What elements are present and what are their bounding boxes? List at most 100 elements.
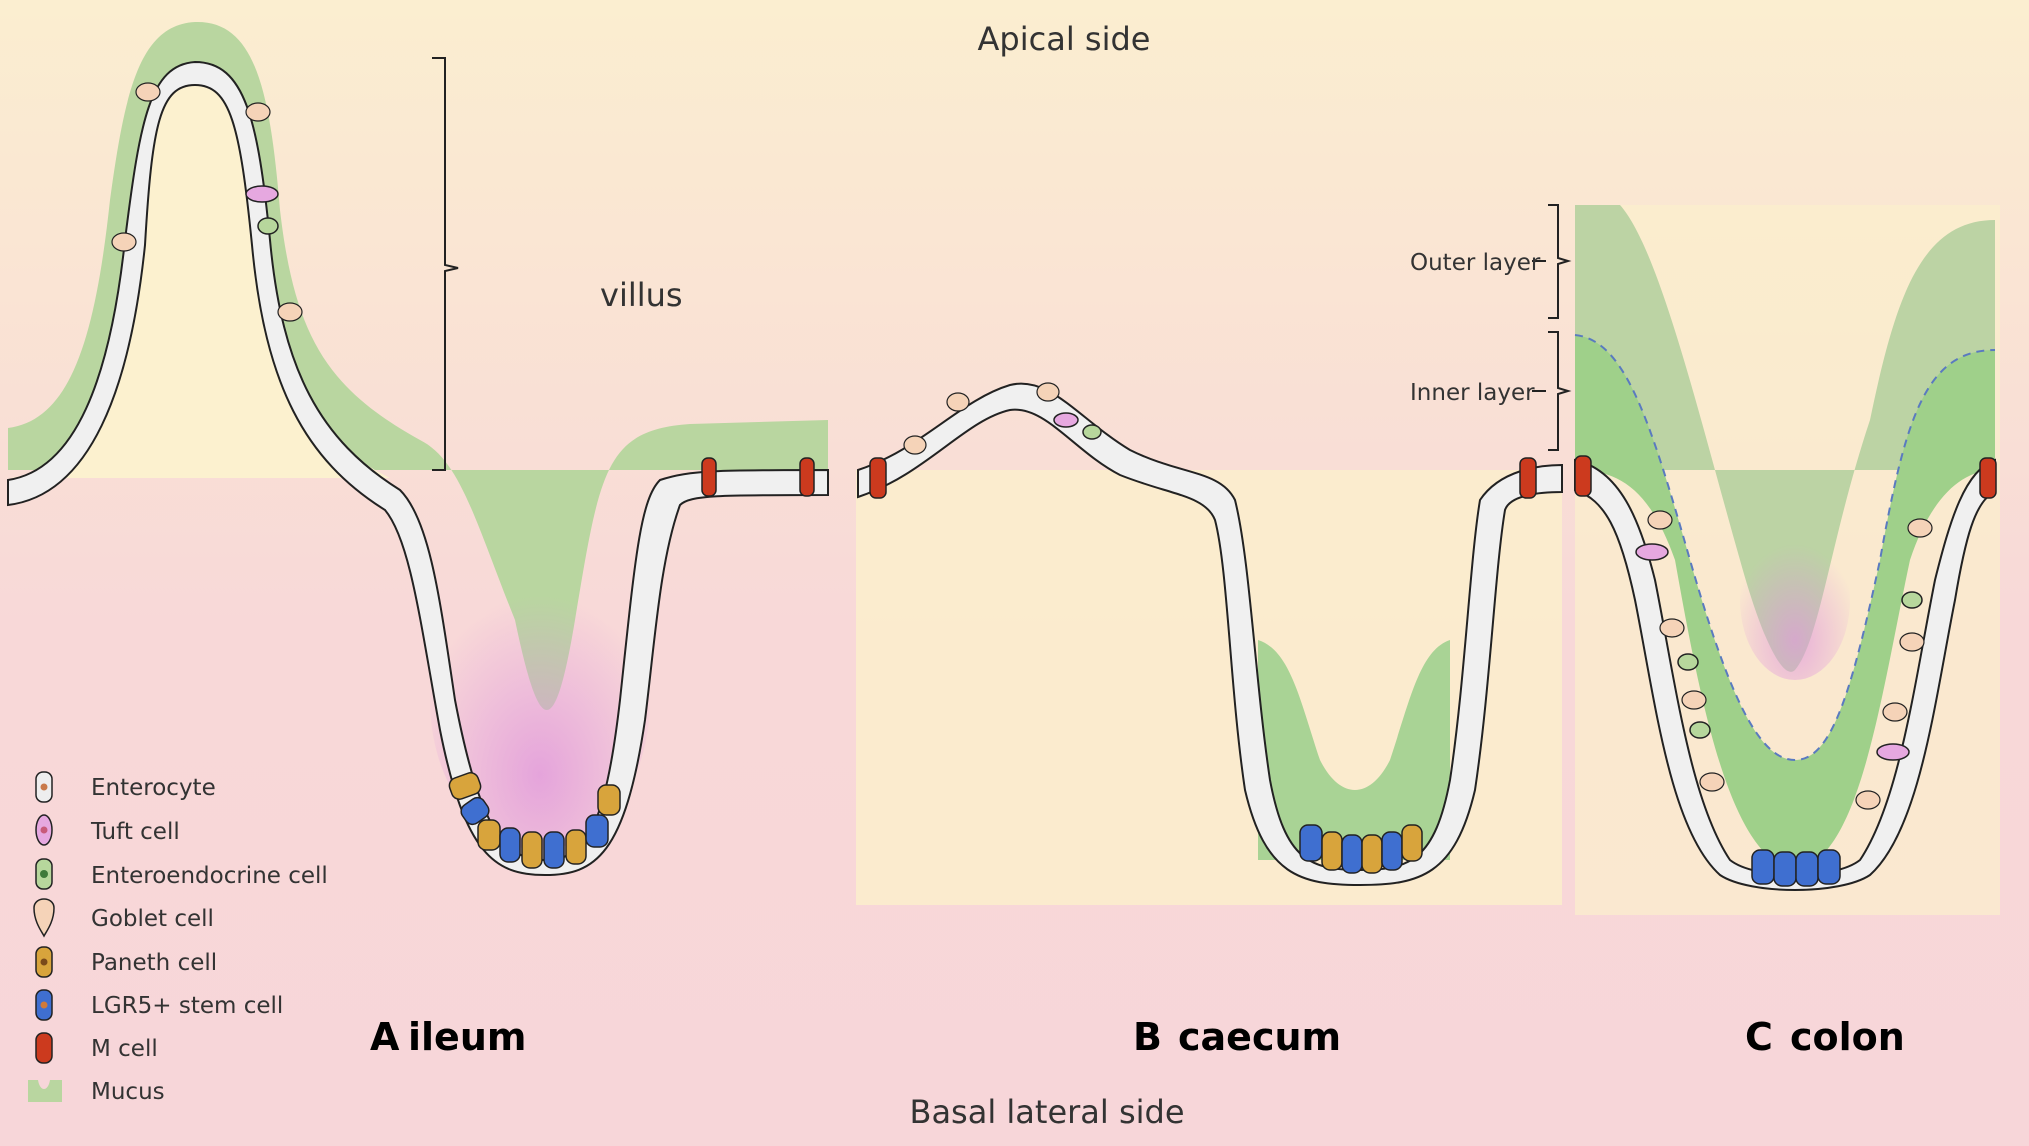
stem-nucleus-icon bbox=[40, 1001, 48, 1009]
legend-label: Enteroendocrine cell bbox=[91, 863, 328, 889]
goblet-cell bbox=[1647, 510, 1673, 530]
panel-name: colon bbox=[1790, 1015, 1905, 1059]
paneth-cell bbox=[1361, 834, 1383, 874]
outer-layer-label: Outer layer bbox=[1410, 250, 1541, 276]
goblet-cell bbox=[1659, 618, 1685, 638]
panel-name: ileum bbox=[408, 1015, 526, 1059]
legend-item-tuft: Tuft cell bbox=[35, 814, 180, 846]
m-cell bbox=[869, 457, 887, 499]
ileum-crypt-base-cells bbox=[448, 772, 621, 869]
villus-bracket bbox=[432, 57, 459, 471]
legend-label: Paneth cell bbox=[91, 950, 217, 976]
panel-letter: C bbox=[1745, 1015, 1773, 1059]
goblet-cell bbox=[1899, 632, 1925, 652]
caecum-epithelium bbox=[857, 382, 1563, 887]
panel-caecum bbox=[856, 382, 1563, 905]
panel-title-ileum: A ileum bbox=[370, 1015, 526, 1059]
enteroendocrine-cell bbox=[1082, 424, 1102, 440]
panel-title-caecum: B caecum bbox=[1133, 1015, 1341, 1059]
panel-ileum bbox=[7, 21, 829, 877]
colon-inner-outer-boundary bbox=[1574, 334, 1996, 762]
stem-cell bbox=[460, 796, 490, 826]
stem-cell bbox=[543, 831, 565, 869]
legend: Enterocyte Tuft cell Enteroendocrine cel… bbox=[28, 771, 328, 1105]
enteroendocrine-cell bbox=[257, 217, 279, 235]
paneth-cell bbox=[1401, 824, 1423, 862]
paneth-nucleus-icon bbox=[40, 958, 48, 966]
colon-crypt-glow bbox=[1740, 520, 1850, 680]
paneth-cell bbox=[448, 772, 482, 800]
goblet-cell bbox=[1699, 772, 1725, 792]
legend-label: Enterocyte bbox=[91, 775, 216, 801]
m-cell bbox=[1574, 455, 1592, 497]
enteroendocrine-nucleus-icon bbox=[40, 870, 48, 878]
villus-label: villus bbox=[600, 276, 683, 314]
legend-item-mucus: Mucus bbox=[28, 1079, 165, 1105]
enteroendocrine-cell bbox=[1689, 721, 1711, 739]
goblet-cell bbox=[1036, 382, 1060, 402]
colon-inner-mucus bbox=[1575, 335, 1995, 870]
enteroendocrine-cell bbox=[1901, 591, 1923, 609]
goblet-cell bbox=[903, 435, 927, 455]
legend-item-stem: LGR5+ stem cell bbox=[35, 989, 283, 1021]
stem-cell bbox=[1299, 824, 1323, 862]
legend-label: LGR5+ stem cell bbox=[91, 993, 283, 1019]
stem-cell bbox=[1381, 831, 1403, 871]
legend-item-goblet: Goblet cell bbox=[33, 898, 214, 938]
basal-lateral-side-label: Basal lateral side bbox=[909, 1093, 1184, 1131]
goblet-swatch-icon bbox=[33, 898, 55, 938]
goblet-cell bbox=[277, 302, 303, 322]
caecum-crypt-base-cells bbox=[1299, 824, 1423, 874]
tuft-cell bbox=[1635, 543, 1669, 561]
colon-crypt-base-cells bbox=[1751, 849, 1841, 887]
panel-name: caecum bbox=[1178, 1015, 1341, 1059]
stem-cell bbox=[1773, 851, 1797, 887]
enteroendocrine-cell bbox=[1677, 653, 1699, 671]
paneth-cell bbox=[597, 784, 621, 816]
ileum-m-cells bbox=[701, 457, 815, 497]
panel-title-colon: C colon bbox=[1745, 1015, 1905, 1059]
panel-letter: A bbox=[370, 1015, 400, 1059]
enterocyte-nucleus-icon bbox=[40, 783, 48, 791]
m-cell bbox=[701, 457, 717, 497]
paneth-cell bbox=[1321, 831, 1343, 871]
legend-label: Tuft cell bbox=[90, 819, 180, 845]
mcell-swatch-icon bbox=[35, 1032, 53, 1064]
tuft-cell bbox=[1876, 743, 1910, 761]
inner-layer-label: Inner layer bbox=[1410, 380, 1535, 406]
ileum-crypt-glow bbox=[430, 550, 650, 850]
m-cell bbox=[1519, 457, 1537, 499]
goblet-cell bbox=[111, 232, 137, 252]
stem-cell bbox=[1795, 851, 1819, 887]
stem-cell bbox=[1751, 849, 1775, 885]
legend-item-enterocyte: Enterocyte bbox=[35, 771, 216, 803]
stem-cell bbox=[1817, 849, 1841, 885]
tuft-cell bbox=[1053, 412, 1079, 428]
legend-label: M cell bbox=[91, 1036, 158, 1062]
apical-side-label: Apical side bbox=[978, 20, 1151, 58]
tuft-nucleus-icon bbox=[40, 826, 48, 834]
paneth-cell bbox=[565, 829, 587, 865]
tuft-cell bbox=[245, 185, 279, 203]
m-cell bbox=[1979, 457, 1997, 499]
paneth-cell bbox=[521, 831, 543, 869]
goblet-cell bbox=[1907, 518, 1933, 538]
legend-label: Goblet cell bbox=[91, 906, 214, 932]
stem-cell bbox=[585, 814, 609, 848]
goblet-cell bbox=[135, 82, 161, 102]
legend-item-mcell: M cell bbox=[35, 1032, 158, 1064]
panel-letter: B bbox=[1133, 1015, 1162, 1059]
goblet-cell bbox=[1681, 690, 1707, 710]
goblet-cell bbox=[946, 392, 970, 412]
goblet-cell bbox=[1882, 702, 1908, 722]
goblet-cell bbox=[245, 102, 271, 122]
legend-label: Mucus bbox=[91, 1079, 165, 1105]
goblet-cell bbox=[1855, 790, 1881, 810]
mucus-swatch-icon bbox=[28, 1080, 62, 1102]
legend-item-paneth: Paneth cell bbox=[35, 946, 217, 978]
outer-layer-bracket bbox=[1548, 204, 1572, 319]
legend-item-enteroendocrine: Enteroendocrine cell bbox=[35, 858, 328, 890]
stem-cell bbox=[1341, 834, 1363, 874]
stem-cell bbox=[499, 827, 521, 863]
